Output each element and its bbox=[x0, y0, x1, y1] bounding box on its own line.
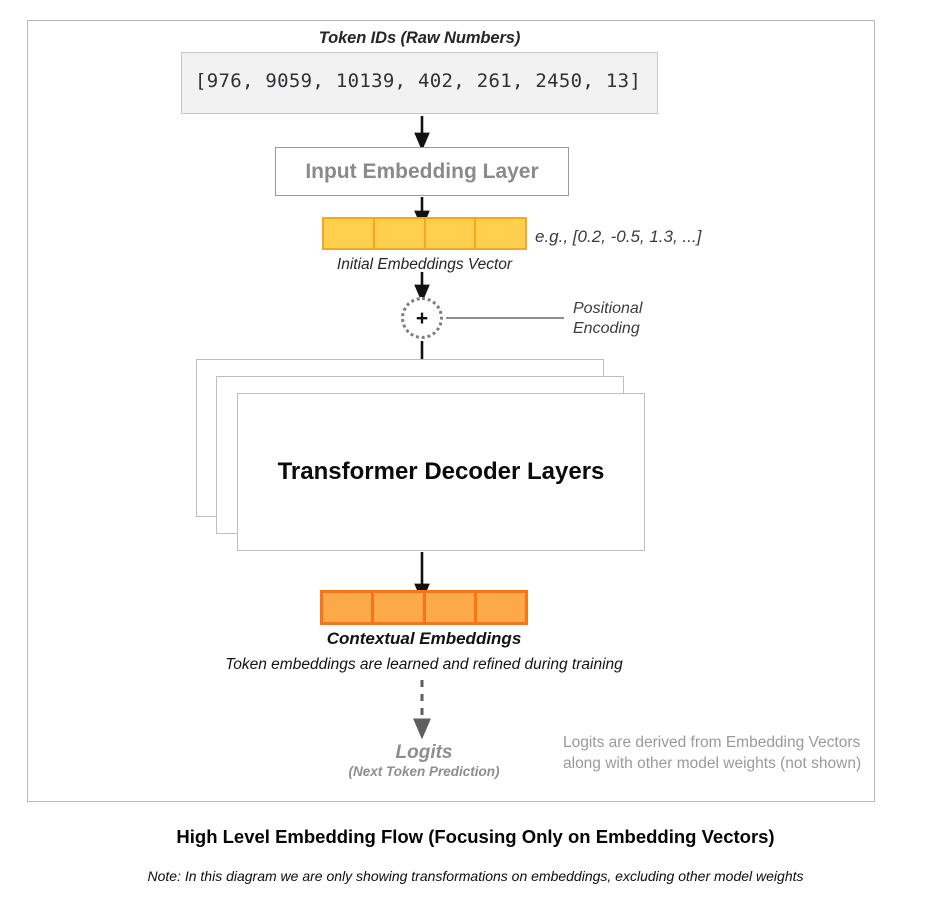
input-embedding-layer-box: Input Embedding Layer bbox=[275, 147, 569, 196]
decoder-stack-card-front: Transformer Decoder Layers bbox=[237, 393, 645, 551]
logits-label: Logits bbox=[395, 742, 453, 763]
contextual-embeddings-vector bbox=[320, 590, 528, 625]
diagram-caption-note: Note: In this diagram we are only showin… bbox=[147, 868, 804, 884]
token-ids-value: [976, 9059, 10139, 402, 261, 2450, 13] bbox=[195, 70, 642, 92]
plus-icon: + bbox=[415, 306, 429, 330]
training-note: Token embeddings are learned and refined… bbox=[225, 656, 623, 673]
positional-encoding-label: Positional Encoding bbox=[573, 299, 642, 340]
positional-encoding-label-line2: Encoding bbox=[573, 320, 640, 338]
vector-cell bbox=[374, 593, 426, 622]
initial-embeddings-caption: Initial Embeddings Vector bbox=[336, 256, 513, 273]
initial-embeddings-example: e.g., [0.2, -0.5, 1.3, ...] bbox=[535, 227, 702, 246]
vector-cell bbox=[375, 219, 426, 248]
positional-encoding-label-line1: Positional bbox=[573, 300, 643, 317]
vector-cell bbox=[426, 593, 477, 622]
contextual-embeddings-label: Contextual Embeddings bbox=[326, 629, 522, 648]
token-ids-box bbox=[181, 52, 658, 114]
logits-sublabel: (Next Token Prediction) bbox=[348, 764, 500, 779]
vector-cell bbox=[477, 593, 525, 622]
vector-cell bbox=[476, 219, 525, 248]
vector-cell bbox=[323, 593, 375, 622]
logits-note: Logits are derived from Embedding Vector… bbox=[563, 734, 862, 772]
vector-cell bbox=[426, 219, 477, 248]
decoder-title: Transformer Decoder Layers bbox=[277, 458, 605, 485]
vector-cell bbox=[324, 219, 375, 248]
initial-embeddings-vector bbox=[322, 217, 527, 250]
diagram-caption-title: High Level Embedding Flow (Focusing Only… bbox=[176, 826, 775, 847]
input-embedding-layer-label: Input Embedding Layer bbox=[305, 159, 539, 183]
token-ids-title: Token IDs (Raw Numbers) bbox=[318, 29, 521, 47]
positional-encoding-connector bbox=[446, 317, 564, 319]
add-operator-node: + bbox=[401, 297, 443, 339]
